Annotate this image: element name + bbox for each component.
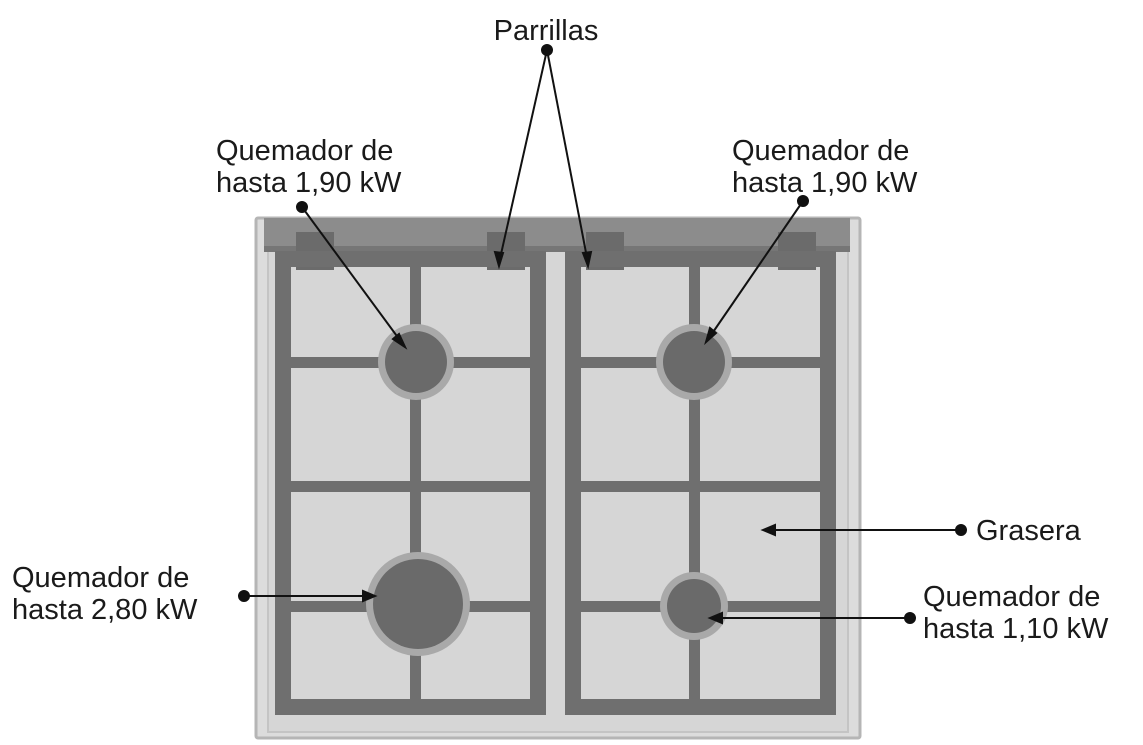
- label-grasera: Grasera: [976, 515, 1082, 547]
- burner-bottom-right: [660, 572, 728, 640]
- label-burner-bottom-left: Quemador de hasta 2,80 kW: [12, 562, 198, 626]
- label-burner-top-right-line2: hasta 1,90 kW: [732, 167, 918, 199]
- leader-lines: [238, 44, 967, 625]
- label-burner-top-right-line1: Quemador de: [732, 135, 909, 167]
- label-burner-bottom-left-line2: hasta 2,80 kW: [12, 594, 198, 626]
- label-burner-bottom-left-line1: Quemador de: [12, 562, 189, 594]
- back-strip-shadow: [264, 246, 850, 252]
- burner-bottom-left: [366, 552, 470, 656]
- label-burner-top-right: Quemador de hasta 1,90 kW: [732, 135, 918, 199]
- label-burner-top-left-line1: Quemador de: [216, 135, 393, 167]
- back-strip: [264, 218, 850, 250]
- label-burner-bottom-right-line2: hasta 1,10 kW: [923, 613, 1109, 645]
- label-burner-bottom-right-line1: Quemador de: [923, 581, 1100, 613]
- label-burner-bottom-right: Quemador de hasta 1,10 kW: [923, 581, 1109, 645]
- label-burner-top-left-line2: hasta 1,90 kW: [216, 167, 402, 199]
- label-parrillas: Parrillas: [494, 15, 599, 47]
- label-burner-top-left: Quemador de hasta 1,90 kW: [216, 135, 402, 199]
- burner-top-left: [378, 324, 454, 400]
- burner-top-right: [656, 324, 732, 400]
